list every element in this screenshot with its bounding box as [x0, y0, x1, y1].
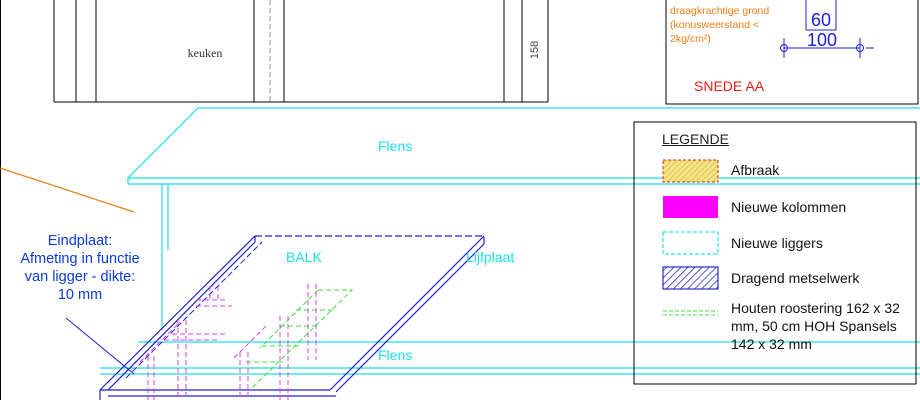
label-flens-bottom: Flens [378, 347, 412, 363]
swatch-nieuwe-liggers [662, 231, 719, 255]
legend-label-nieuwe-liggers: Nieuwe liggers [731, 235, 823, 251]
section-label-aa: SNEDE AA [694, 78, 765, 94]
swatch-nieuwe-kolommen [663, 196, 718, 218]
dimension-60: 60 [811, 10, 831, 30]
leader-line-eindplaat [65, 317, 135, 375]
legend-label-nieuwe-kolommen: Nieuwe kolommen [731, 199, 847, 215]
legend-label-houten-roostering: Houten roostering 162 x 32 mm, 50 cm HOH… [731, 300, 900, 352]
soil-note: draagkrachtige grond (konusweerstand < 2… [670, 5, 770, 45]
dimension-100: 100 [807, 30, 837, 50]
leader-line-orange [0, 167, 135, 213]
label-lijfplaat: Lijfplaat [466, 249, 514, 265]
label-balk: BALK [286, 249, 322, 265]
legend-title: LEGENDE [662, 131, 729, 147]
room-label-keuken: keuken [188, 46, 223, 60]
swatch-dragend-metselwerk [662, 266, 719, 290]
swatch-afbraak [662, 159, 719, 183]
dimension-label-158: 158 [529, 41, 541, 59]
label-flens-top: Flens [378, 138, 412, 154]
legend-label-afbraak: Afbraak [731, 162, 780, 178]
isometric-beam-detail: Flens BALK Lijfplaat Flens [65, 107, 920, 400]
eindplaat-note: Eindplaat: Afmeting in functie van ligge… [20, 233, 140, 303]
legend-label-dragend-metselwerk: Dragend metselwerk [731, 270, 860, 286]
section-aa-box: 60 100 [665, 0, 919, 105]
legend-box [633, 121, 917, 385]
floorplan-section: keuken 158 [53, 0, 549, 103]
